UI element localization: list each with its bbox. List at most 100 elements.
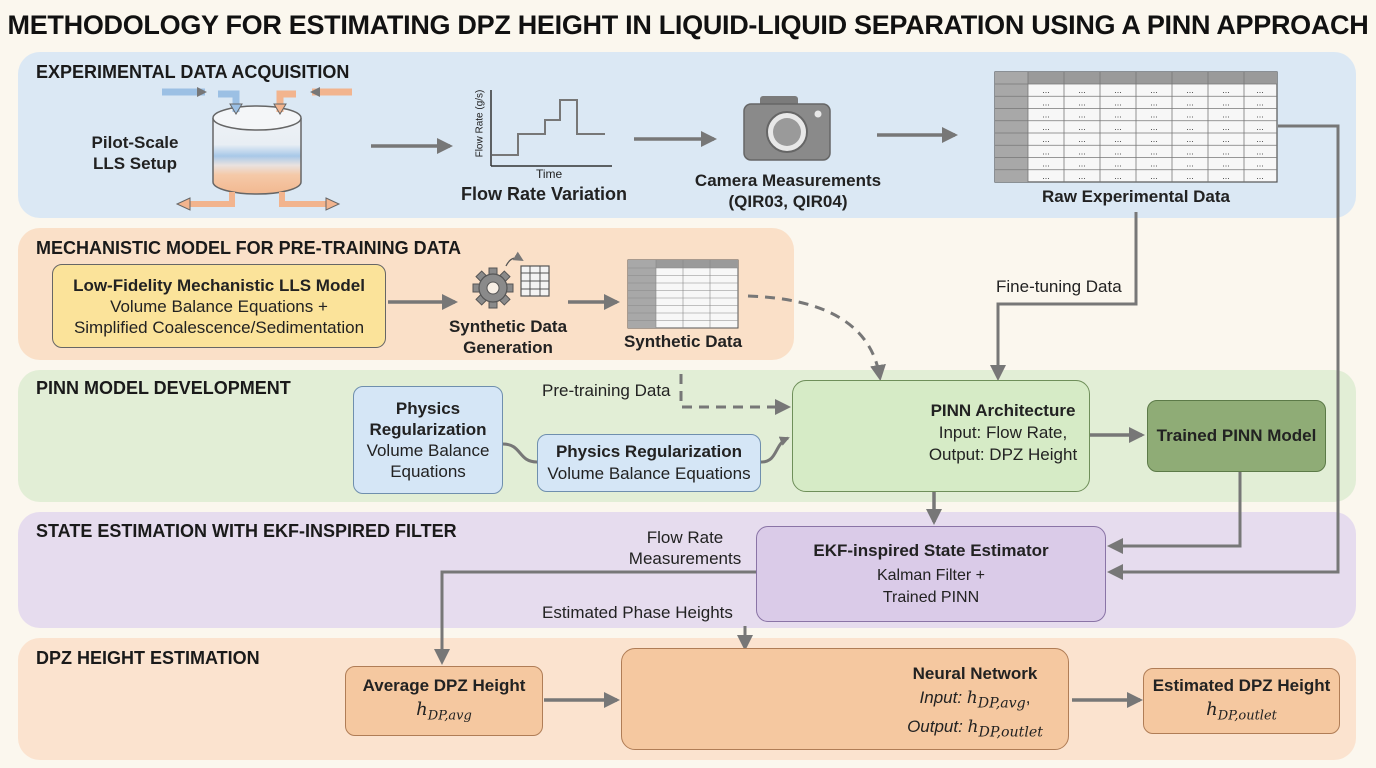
- raw-cell-text: ...: [1078, 85, 1086, 95]
- raw-cell-text: ...: [1114, 171, 1122, 181]
- neural-network-box: [621, 648, 1069, 750]
- raw-cell-text: ...: [1256, 134, 1264, 144]
- section-label-experimental: EXPERIMENTAL DATA ACQUISITION: [36, 62, 350, 82]
- phys1-title-line2: Regularization: [369, 420, 487, 439]
- raw-cell-text: ...: [1078, 122, 1086, 132]
- raw-cell-text: ...: [1078, 146, 1086, 156]
- mechanistic-model-title: Low-Fidelity Mechanistic LLS Model: [73, 275, 365, 295]
- nn-input-end: ,: [1025, 688, 1031, 707]
- raw-cell-text: ...: [1114, 85, 1122, 95]
- raw-cell-text: ...: [1186, 134, 1194, 144]
- est-sub: DP,outlet: [1217, 708, 1277, 724]
- pinn-architecture-title: PINN Architecture: [930, 401, 1076, 420]
- neural-network-title: Neural Network: [912, 664, 1038, 683]
- pinn-architecture-output: Output: DPZ Height: [928, 445, 1078, 464]
- section-label-pinn: PINN MODEL DEVELOPMENT: [36, 378, 291, 398]
- est-sym: h: [1206, 698, 1218, 720]
- phys1-line2: Equations: [390, 462, 466, 481]
- raw-cell-text: ...: [1078, 159, 1086, 169]
- synthetic-generation-line2: Generation: [463, 338, 553, 357]
- flow-measurements-line1: Flow Rate: [646, 528, 724, 547]
- raw-cell-text: ...: [1078, 97, 1086, 107]
- pinn-architecture-box: [792, 380, 1090, 492]
- section-label-dpz: DPZ HEIGHT ESTIMATION: [36, 648, 260, 668]
- phys1-title-line1: Physics: [395, 399, 461, 418]
- nn-input-sub: DP,avg: [977, 695, 1026, 712]
- neural-network-input: Input: hDP,avg,: [890, 686, 1060, 715]
- raw-cell-text: ...: [1150, 146, 1158, 156]
- raw-cell-text: ...: [1222, 134, 1230, 144]
- estimated-phase-heights-label: Estimated Phase Heights: [542, 603, 733, 622]
- raw-cell-text: ...: [1186, 146, 1194, 156]
- lls-tank-icon: [162, 87, 352, 211]
- synthetic-generation-label: Synthetic Data Generation: [440, 316, 576, 358]
- physics-regularization-box-1: Physics Regularization Volume Balance Eq…: [353, 386, 503, 494]
- raw-cell-text: ...: [1222, 110, 1230, 120]
- raw-cell-text: ...: [1042, 134, 1050, 144]
- physics-regularization-box-2: Physics Regularization Volume Balance Eq…: [537, 434, 761, 492]
- raw-cell-text: ...: [1042, 85, 1050, 95]
- raw-cell-text: ...: [1114, 97, 1122, 107]
- mechanistic-model-line3: Simplified Coalescence/Sedimentation: [73, 317, 365, 337]
- raw-cell-text: ...: [1114, 134, 1122, 144]
- raw-cell-text: ...: [1042, 97, 1050, 107]
- diagram-title: METHODOLOGY FOR ESTIMATING DPZ HEIGHT IN…: [7, 10, 1369, 40]
- mechanistic-model-line2: Volume Balance Equations +: [110, 296, 328, 316]
- plot-xlabel: Time: [536, 167, 563, 181]
- raw-cell-text: ...: [1186, 159, 1194, 169]
- raw-cell-text: ...: [1150, 134, 1158, 144]
- raw-cell-text: ...: [1114, 122, 1122, 132]
- raw-cell-text: ...: [1150, 110, 1158, 120]
- estimated-dpz-title: Estimated DPZ Height: [1152, 675, 1331, 695]
- raw-cell-text: ...: [1042, 159, 1050, 169]
- pinn-architecture-input: Input: Flow Rate,: [938, 423, 1068, 442]
- raw-cell-text: ...: [1222, 146, 1230, 156]
- raw-cell-text: ...: [1186, 110, 1194, 120]
- avg-sym: h: [416, 698, 428, 720]
- raw-cell-text: ...: [1078, 171, 1086, 181]
- raw-cell-text: ...: [1256, 122, 1264, 132]
- raw-cell-text: ...: [1114, 159, 1122, 169]
- band-state: [18, 512, 1356, 628]
- section-label-state: STATE ESTIMATION WITH EKF-INSPIRED FILTE…: [36, 521, 457, 541]
- average-dpz-box: Average DPZ Height hDP,avg: [345, 666, 543, 736]
- raw-cell-text: ...: [1256, 146, 1264, 156]
- trained-pinn-box: Trained PINN Model: [1147, 400, 1326, 472]
- raw-cell-text: ...: [1256, 85, 1264, 95]
- ekf-line1: Kalman Filter +: [876, 566, 986, 584]
- neural-network-text: Neural Network Input: hDP,avg, Output: h…: [890, 662, 1060, 745]
- average-dpz-symbol: hDP,avg: [416, 698, 472, 729]
- raw-cell-text: ...: [1150, 97, 1158, 107]
- pinn-architecture-text: PINN Architecture Input: Flow Rate, Outp…: [920, 400, 1086, 466]
- phys2-title: Physics Regularization: [555, 442, 743, 461]
- raw-cell-text: ...: [1042, 122, 1050, 132]
- synthetic-data-label: Synthetic Data: [623, 332, 743, 351]
- ekf-line2: Trained PINN: [882, 588, 980, 606]
- neural-network-output: Output: hDP,outlet: [890, 715, 1060, 744]
- raw-cell-text: ...: [1256, 110, 1264, 120]
- camera-label-line2: (QIR03, QIR04): [728, 192, 848, 211]
- nn-output-label: Output:: [907, 717, 968, 737]
- raw-cell-text: ...: [1042, 146, 1050, 156]
- pilot-setup-line1: Pilot-Scale: [91, 133, 179, 152]
- camera-label-line1: Camera Measurements: [694, 171, 882, 190]
- raw-cell-text: ...: [1186, 122, 1194, 132]
- raw-cell-text: ...: [1256, 159, 1264, 169]
- raw-cell-text: ...: [1222, 171, 1230, 181]
- raw-cell-text: ...: [1222, 122, 1230, 132]
- phys2-line: Volume Balance Equations: [547, 464, 751, 483]
- flow-rate-plot-icon: [490, 90, 612, 167]
- flow-measurements-line2: Measurements: [628, 549, 742, 568]
- raw-cell-text: ...: [1078, 110, 1086, 120]
- estimated-dpz-box: Estimated DPZ Height hDP,outlet: [1143, 668, 1340, 734]
- raw-cell-text: ...: [1186, 97, 1194, 107]
- raw-cell-text: ...: [1222, 97, 1230, 107]
- nn-output-sub: DP,outlet: [978, 724, 1043, 741]
- raw-cell-text: ...: [1186, 171, 1194, 181]
- camera-label: Camera Measurements (QIR03, QIR04): [680, 170, 896, 212]
- raw-cell-text: ...: [1114, 110, 1122, 120]
- fine-tuning-label: Fine-tuning Data: [996, 277, 1122, 296]
- nn-input-sym: h: [966, 688, 978, 708]
- raw-cell-text: ...: [1150, 159, 1158, 169]
